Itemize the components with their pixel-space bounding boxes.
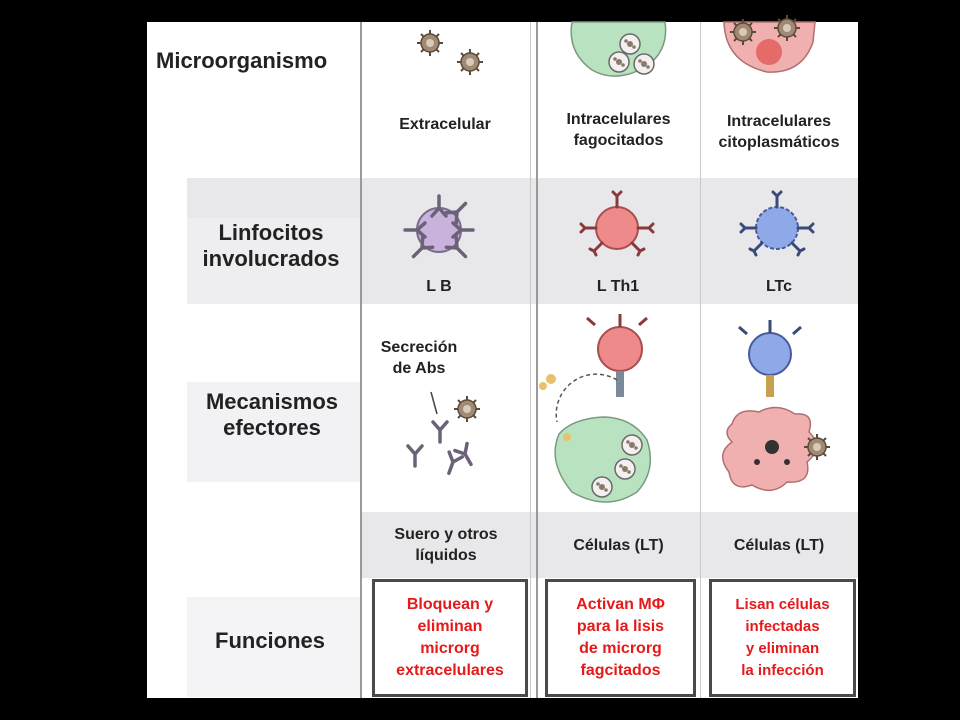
virus-icon	[416, 29, 484, 76]
label-line: Células (LT)	[733, 537, 825, 554]
function-box: Lisan células infectadas y eliminan la i…	[709, 579, 856, 697]
function-line: extracelulares	[396, 662, 504, 679]
function-box: Bloquean y eliminan microrg extracelular…	[372, 579, 528, 697]
row-label-lymphocytes: Linfocitos involucrados	[201, 220, 341, 272]
th1-cell-icon	[579, 190, 655, 257]
site-label: Células (LT)	[704, 535, 854, 556]
function-line: infectadas	[745, 618, 820, 635]
function-line: y eliminan	[745, 640, 820, 657]
site-band	[361, 512, 858, 578]
label-line: líquidos	[415, 547, 477, 564]
column-divider	[700, 22, 701, 698]
column-divider	[530, 22, 531, 698]
function-box: Activan MΦ para la lisis de microrg fagc…	[545, 579, 696, 697]
microbe-type-label: Extracelular	[367, 114, 523, 135]
label-line: Secreción	[380, 339, 458, 356]
label-line: Células (LT)	[573, 537, 664, 554]
label-line: Intracelulares	[726, 113, 832, 130]
microbe-type-label: Intracelulares fagocitados	[541, 109, 696, 151]
function-line: microrg	[420, 640, 480, 657]
label-line: fagocitados	[573, 132, 664, 149]
lymphocyte-label: L Th1	[596, 278, 640, 295]
function-line: de microrg	[579, 640, 662, 657]
label-line: Extracelular	[399, 116, 491, 133]
column-divider	[360, 22, 362, 698]
ctl-cell-icon	[739, 190, 815, 257]
function-line: eliminan	[417, 618, 483, 635]
label-line: de Abs	[392, 360, 446, 377]
antibody-secretion-label: Secreción de Abs	[379, 337, 459, 379]
row-label-line: Mecanismos	[205, 389, 339, 414]
row-label-line: Linfocitos	[218, 220, 324, 245]
lymphocyte-label: LTc	[765, 278, 793, 295]
label-line: Intracelulares	[566, 111, 671, 128]
function-line: para la lisis	[576, 618, 665, 635]
row-label-shade	[187, 382, 361, 482]
microbe-type-label: Intracelulares citoplasmáticos	[704, 111, 854, 153]
lymphocyte-label: L B	[426, 278, 452, 295]
function-line: fagcitados	[580, 662, 661, 679]
site-label: Suero y otros líquidos	[367, 524, 525, 566]
function-line: Bloquean y	[406, 596, 494, 613]
site-label: Células (LT)	[541, 535, 696, 556]
column-divider	[536, 22, 538, 698]
phagocytosed-macrophage-icon	[570, 21, 667, 77]
infected-cell-icon	[723, 14, 816, 73]
diagram-panel: Microorganismo Linfocitos involucrados M…	[147, 14, 858, 698]
row-label-line: efectores	[223, 415, 321, 440]
ctl-killing-infected-cell-icon	[722, 320, 831, 491]
th1-activating-macrophage-icon	[539, 314, 652, 503]
function-line: Activan MΦ	[576, 596, 665, 613]
row-label-microorganism: Microorganismo	[156, 48, 328, 73]
row-label-effector-mechanisms: Mecanismos efectores	[197, 389, 347, 441]
row-label-shade	[187, 218, 361, 304]
illustrations-layer	[403, 14, 831, 503]
antibody-icon	[406, 391, 481, 478]
row-label-functions: Funciones	[215, 628, 326, 653]
row-label-line: involucrados	[202, 246, 340, 271]
function-line: la infección	[741, 662, 824, 679]
b-cell-icon	[403, 194, 475, 264]
function-line: Lisan células	[735, 596, 830, 613]
label-line: citoplasmáticos	[718, 134, 840, 151]
row-label-shade	[187, 597, 361, 697]
label-line: Suero y otros	[394, 526, 498, 543]
